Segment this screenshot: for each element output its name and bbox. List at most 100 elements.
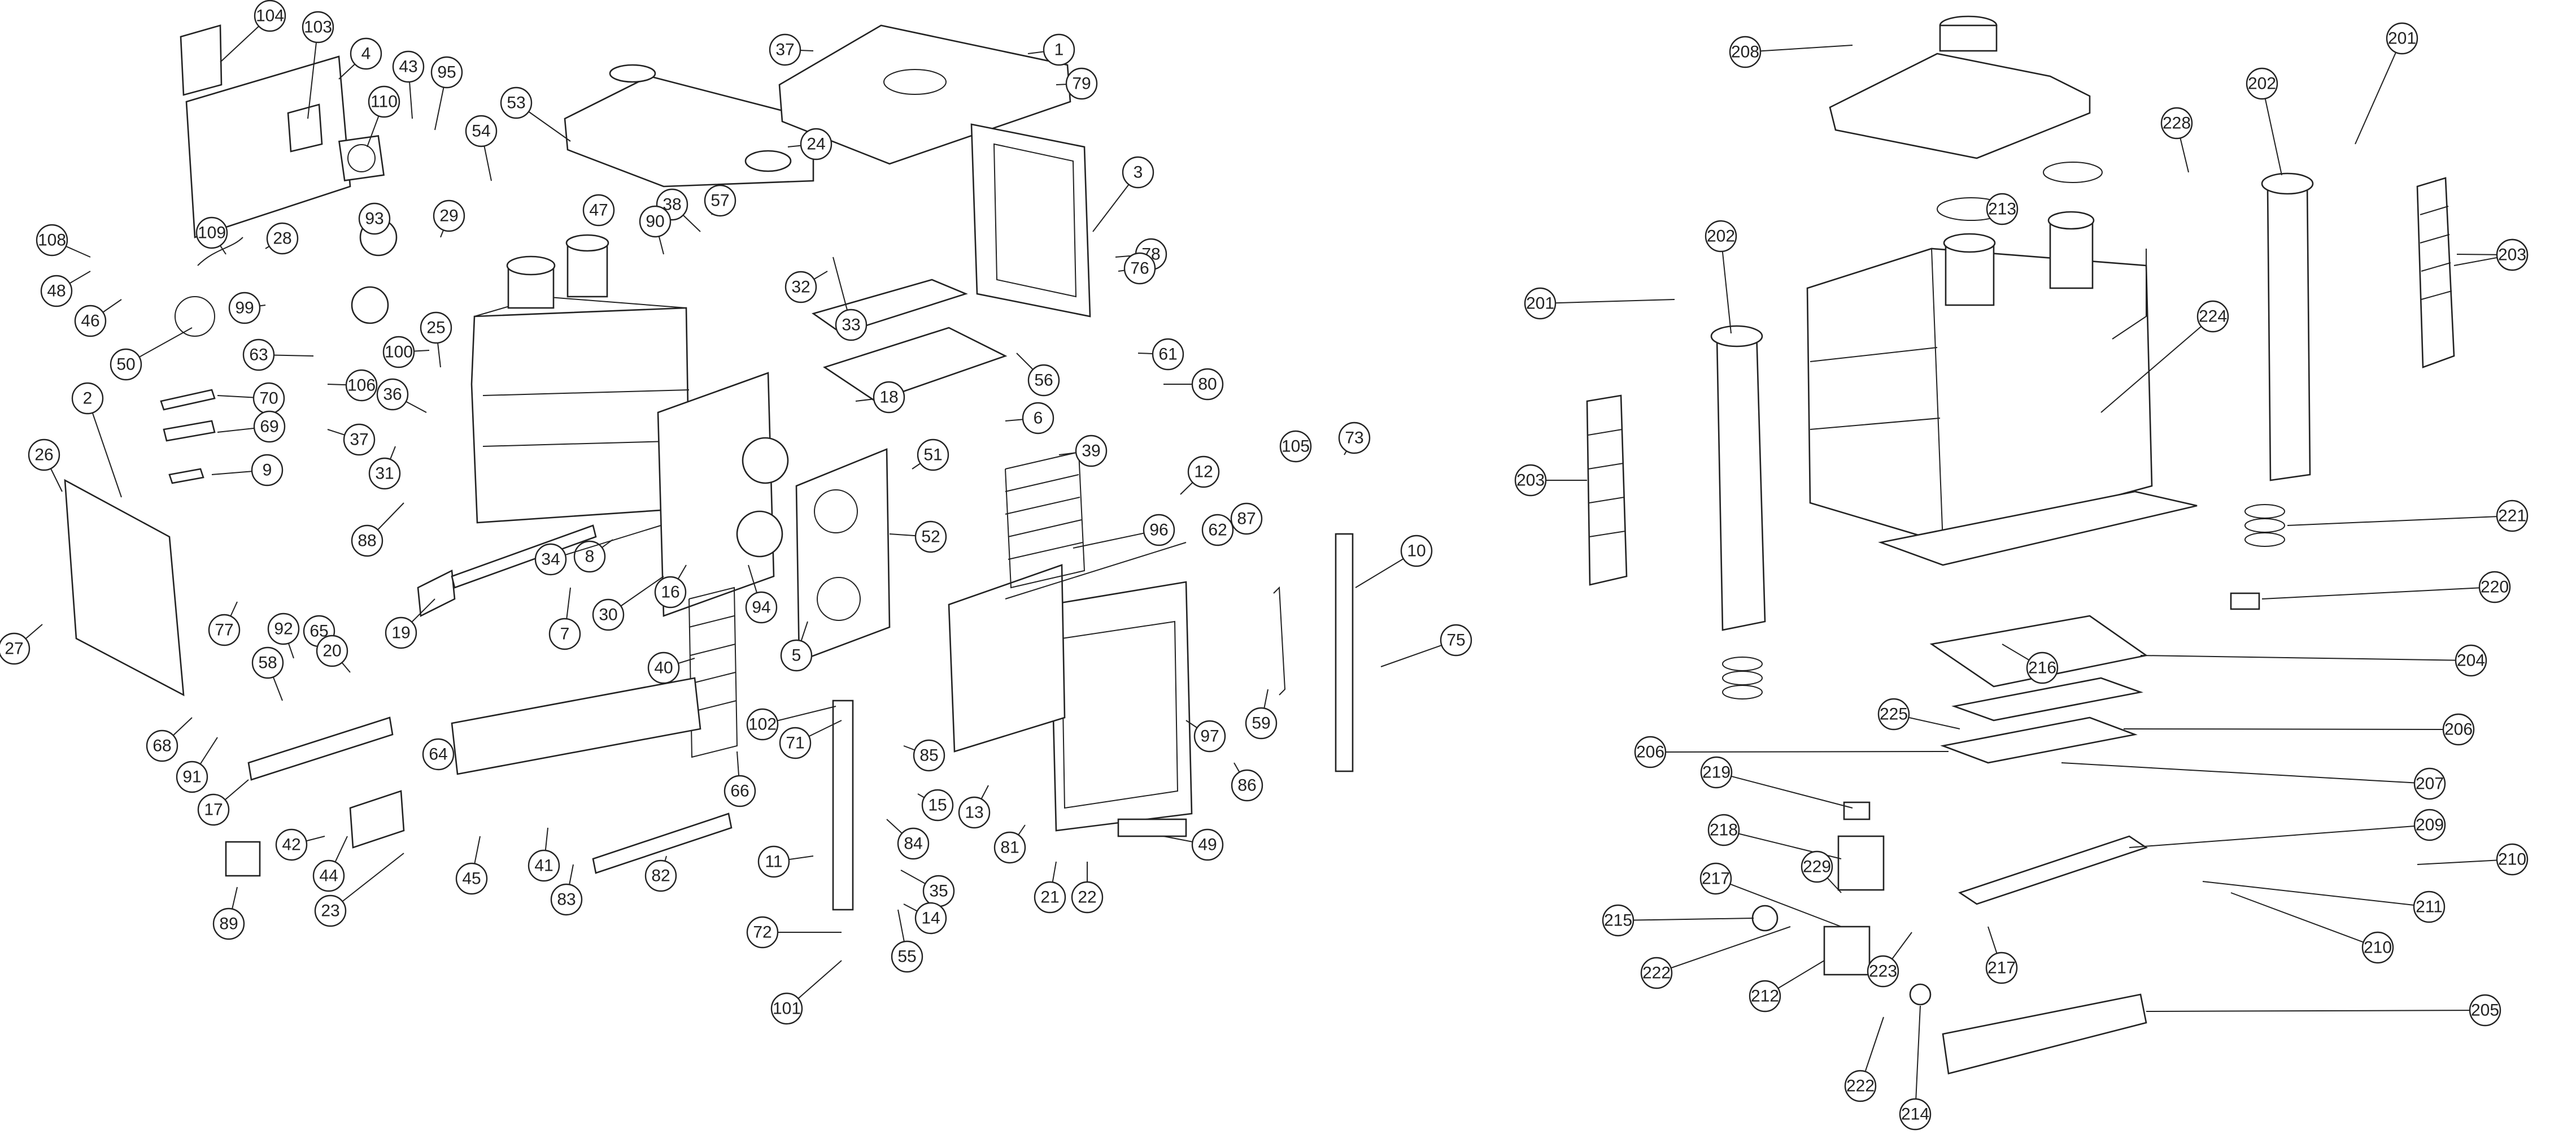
callout-number: 93 <box>365 210 383 228</box>
leader-line <box>2261 586 2495 599</box>
callout-number: 26 <box>34 446 53 464</box>
left-callout: 109 <box>195 216 228 255</box>
left-callout: 72 <box>746 916 842 949</box>
callout-bubble <box>1122 156 1154 189</box>
callout-number: 210 <box>2498 850 2526 869</box>
callout-bubble <box>1602 904 1634 937</box>
callout-bubble <box>385 616 417 649</box>
left-callout: 26 <box>28 438 63 492</box>
callout-number: 31 <box>375 464 394 483</box>
callout-bubble <box>784 271 817 303</box>
callout-bubble <box>654 576 687 609</box>
callout-bubble <box>275 828 308 861</box>
callout-bubble <box>573 540 606 573</box>
tray <box>823 327 1008 402</box>
callout-bubble <box>71 382 104 415</box>
callout-bubble <box>2496 843 2529 876</box>
flue-hood <box>1829 53 2091 159</box>
left-callout: 48 <box>40 271 91 307</box>
right-callout: 210 <box>2417 843 2529 876</box>
left-callout: 7 <box>548 587 581 650</box>
callout-number: 63 <box>249 346 268 364</box>
leader-line <box>1915 1005 1921 1115</box>
callout-number: 54 <box>472 122 490 141</box>
oven-cavity <box>470 307 690 524</box>
callout-bubble <box>36 224 68 257</box>
left-callout: 64 <box>422 738 455 771</box>
callout-bubble <box>891 940 923 973</box>
gas-valve-212 <box>1823 926 1871 976</box>
callout-number: 105 <box>1282 437 1310 456</box>
left-callout: 101 <box>770 960 842 1025</box>
left-callout: 70 <box>217 382 285 415</box>
leader-line <box>2287 515 2513 526</box>
callout-bubble <box>1201 514 1234 546</box>
callout-number: 53 <box>507 94 525 112</box>
callout-bubble <box>350 37 382 70</box>
callout-number: 32 <box>791 278 810 297</box>
callout-bubble <box>1440 624 1472 657</box>
callout-bubble <box>392 50 425 83</box>
burner-flue-1 <box>1945 242 1995 306</box>
left-callout: 17 <box>197 779 249 826</box>
callout-bubble <box>146 729 178 762</box>
left-callout: 59 <box>1245 689 1278 740</box>
part-219 <box>1843 801 1871 820</box>
right-callout: 203 <box>1514 464 1587 497</box>
callout-number: 15 <box>928 796 947 815</box>
inner-door-glass <box>948 564 1066 753</box>
callout-bubble <box>2413 890 2446 923</box>
callout-bubble <box>40 275 73 307</box>
top-panel <box>778 24 1071 165</box>
left-callout: 108 <box>36 224 91 258</box>
left-callout: 84 <box>886 819 930 860</box>
callout-number: 44 <box>319 867 338 885</box>
callout-bubble <box>110 348 142 381</box>
callout-number: 221 <box>2498 507 2526 525</box>
burner-plate-2 <box>1951 677 2143 722</box>
drip-tray <box>1942 993 2147 1075</box>
burner-rack-right <box>2416 177 2455 368</box>
callout-bubble <box>351 524 383 557</box>
callout-bubble <box>1749 980 1781 1013</box>
callout-bubble <box>1022 402 1054 435</box>
left-callout: 92 <box>267 612 300 659</box>
callout-bubble <box>921 789 954 822</box>
left-callout: 25 <box>420 311 452 368</box>
callout-bubble <box>1191 828 1224 861</box>
callout-bubble <box>1634 736 1667 768</box>
callout-bubble <box>176 761 208 793</box>
left-callout: 41 <box>528 827 560 882</box>
left-callout: 90 <box>639 205 672 255</box>
left-callout: 91 <box>176 737 218 793</box>
callout-bubble <box>251 454 284 486</box>
left-callout: 3 <box>1092 156 1154 232</box>
base-rail <box>1878 490 2198 566</box>
right-callout: 202 <box>2246 67 2282 176</box>
callout-number: 108 <box>38 231 66 250</box>
callout-bubble <box>550 883 583 916</box>
left-callout: 10 <box>1355 535 1433 588</box>
callout-bubble <box>455 862 488 895</box>
left-callout: 37 <box>769 33 814 66</box>
left-callout: 37 <box>327 423 376 456</box>
callout-number: 86 <box>1237 776 1256 795</box>
left-callout: 93 <box>358 202 391 235</box>
callout-bubble <box>1524 287 1557 320</box>
left-callout: 14 <box>903 902 947 935</box>
left-callout: 5 <box>780 621 813 672</box>
left-callout: 82 <box>644 855 677 892</box>
callout-bubble <box>873 381 905 414</box>
callout-number: 46 <box>81 312 99 331</box>
leader-line <box>2202 881 2430 907</box>
left-callout: 15 <box>917 789 954 822</box>
callout-bubble <box>1230 502 1263 535</box>
callout-number: 40 <box>654 659 673 677</box>
left-callout: 43 <box>392 50 425 119</box>
callout-number: 5 <box>792 646 801 665</box>
callout-bubble <box>1338 422 1371 454</box>
callout-number: 34 <box>541 550 560 569</box>
callout-bubble <box>420 311 452 344</box>
callout-number: 106 <box>347 376 376 395</box>
right-callout: 229 <box>1801 850 1842 893</box>
